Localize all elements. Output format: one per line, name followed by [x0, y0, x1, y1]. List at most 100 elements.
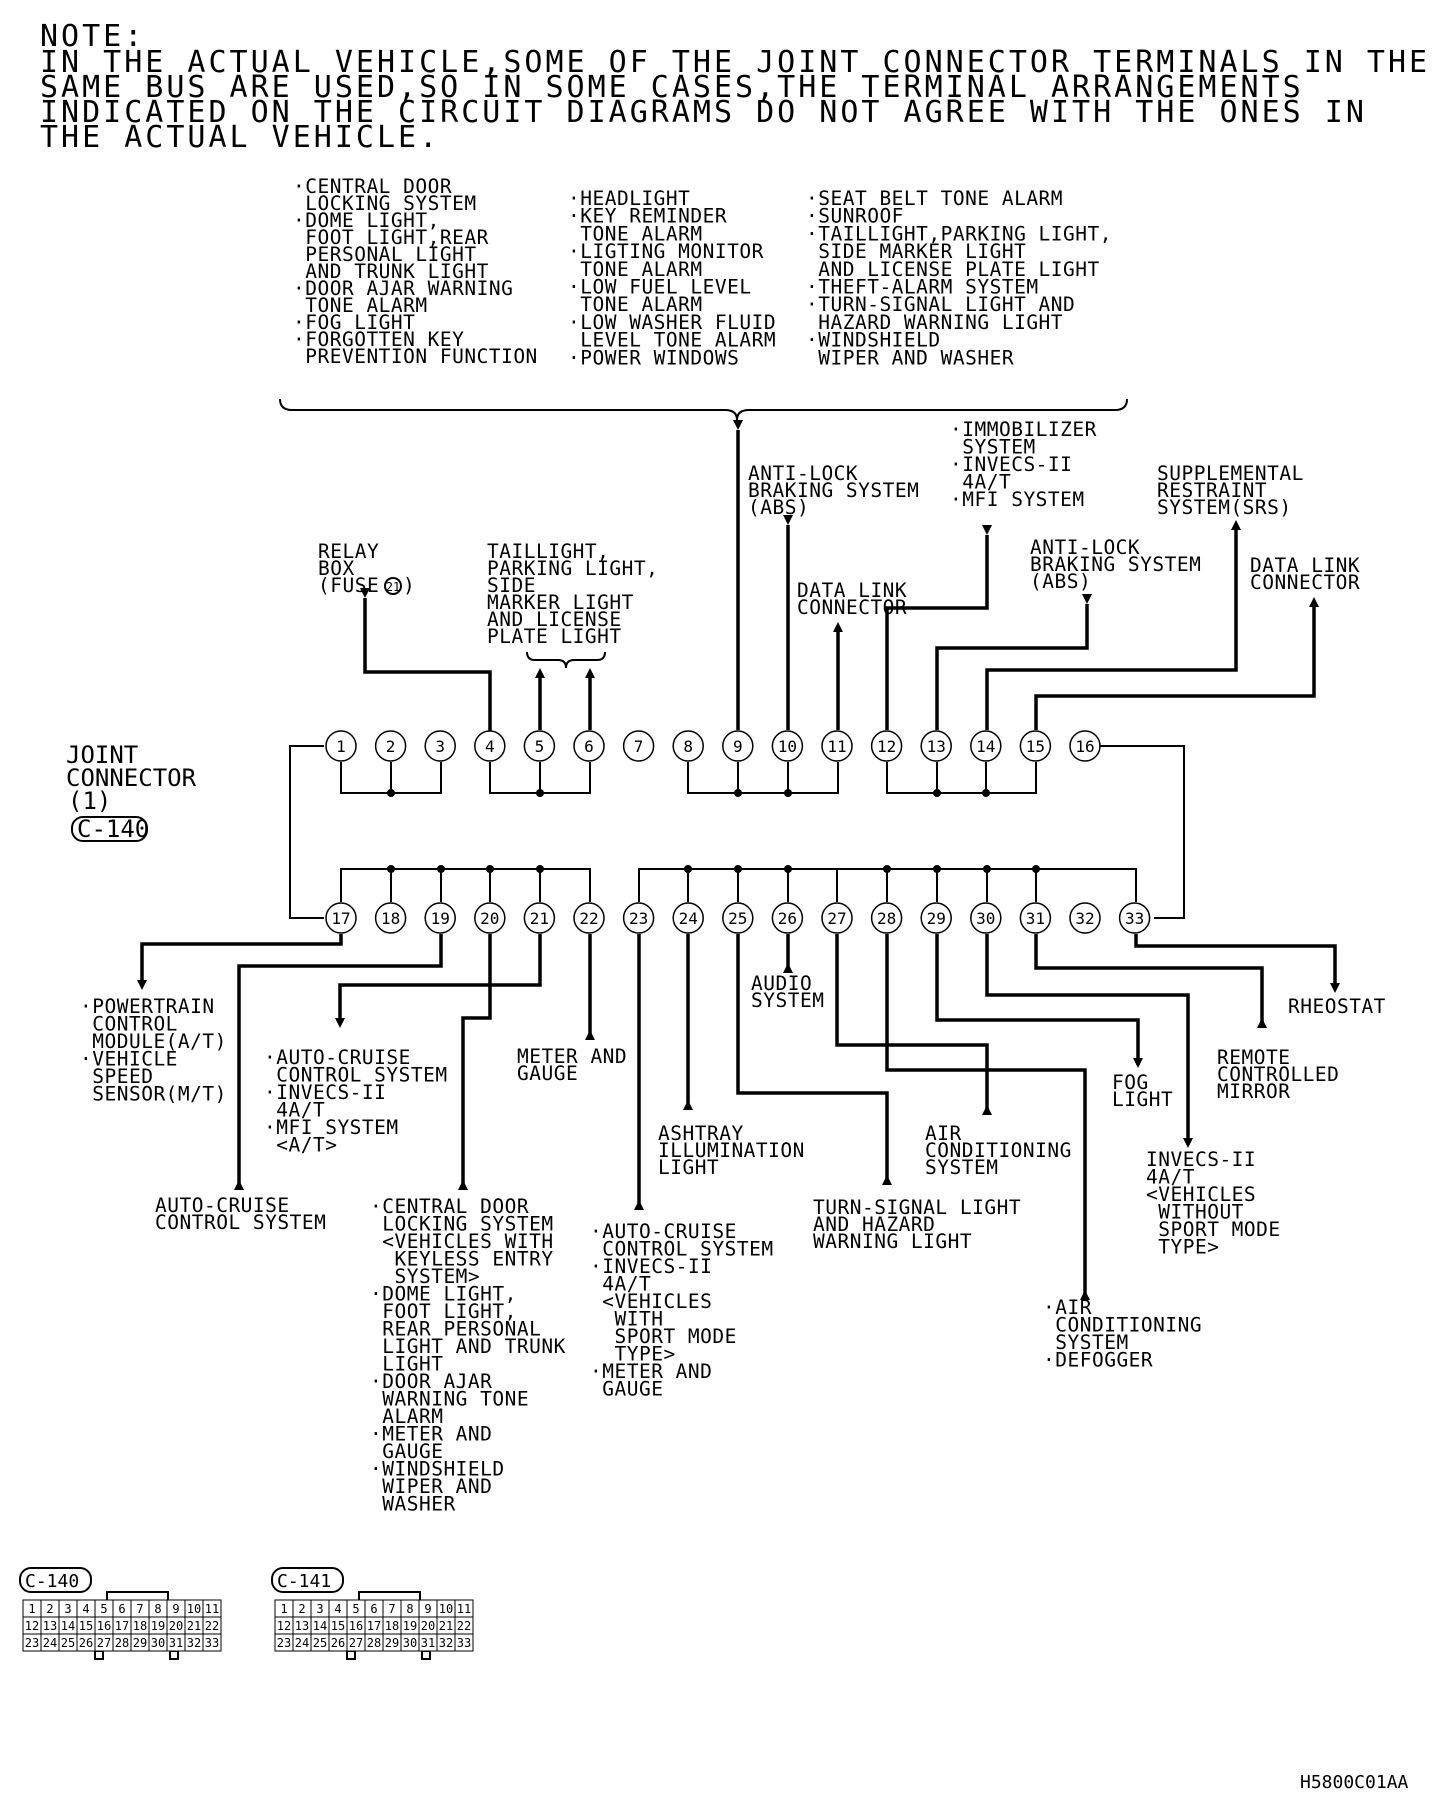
- splice-dot: [734, 789, 742, 797]
- note-heading: NOTE:: [40, 19, 145, 54]
- text-line: AUTO-CRUISE: [155, 1194, 290, 1217]
- text-line: WITH: [590, 1308, 663, 1331]
- text-line: ·AIR: [1043, 1296, 1092, 1319]
- terminal-19: 19: [424, 902, 456, 934]
- terminal-circle: [474, 730, 506, 762]
- connector-pin-number: 11: [457, 1602, 471, 1616]
- arrow-down-icon: [335, 1018, 345, 1028]
- text-line: WIPER AND WASHER: [806, 346, 1014, 369]
- text-line: LIGHT AND TRUNK: [370, 1335, 566, 1358]
- text-line: ·POWER WINDOWS: [568, 346, 739, 369]
- terminal-24: 24: [672, 902, 704, 934]
- connector-pin-number: 25: [61, 1636, 75, 1650]
- connector-pin-number: 14: [313, 1619, 327, 1633]
- text-line: BRAKING SYSTEM: [1030, 553, 1201, 576]
- terminal-circle: [821, 902, 853, 934]
- text-line: ·CENTRAL DOOR: [370, 1195, 529, 1218]
- text-line: INVECS-II: [1146, 1148, 1256, 1171]
- text-line: SYSTEM: [925, 1156, 998, 1179]
- connector-pin-number: 31: [421, 1636, 435, 1650]
- arrow-up-icon: [833, 622, 843, 632]
- connector-pin-number: 8: [154, 1602, 161, 1616]
- terminal-number: 29: [927, 909, 946, 928]
- connector-pin-number: 27: [97, 1636, 111, 1650]
- joint-label-3: (1): [68, 787, 111, 815]
- splice-dot: [486, 865, 494, 873]
- connector-pin-number: 22: [457, 1619, 471, 1633]
- connector-pin-number: 8: [406, 1602, 413, 1616]
- text-line: ·AUTO-CRUISE: [590, 1220, 737, 1243]
- splice-dot: [1032, 865, 1040, 873]
- terminal-number: 12: [877, 737, 896, 756]
- splice-dot: [437, 865, 445, 873]
- arrow-up-icon: [535, 668, 545, 678]
- connector-pin-number: 7: [136, 1602, 143, 1616]
- terminal-number: 4: [485, 737, 495, 756]
- text-line: SIDE: [487, 574, 536, 597]
- terminal-13: 13: [920, 730, 952, 762]
- splice-dot: [983, 865, 991, 873]
- terminal-number: 20: [480, 909, 499, 928]
- terminal-circle: [374, 902, 407, 934]
- text-line: TURN-SIGNAL LIGHT: [813, 1196, 1021, 1219]
- connector-pin-number: 24: [295, 1636, 309, 1650]
- connector-pin-number: 32: [187, 1636, 201, 1650]
- connector-pin-number: 26: [79, 1636, 93, 1650]
- text-line: ·INVECS-II: [950, 453, 1072, 476]
- text-line: ·IMMOBILIZER: [950, 418, 1097, 441]
- connector-pin-number: 16: [97, 1619, 111, 1633]
- arrow-down-icon: [360, 588, 370, 598]
- terminal-circle: [1019, 730, 1052, 762]
- top-systems-col1: ·CENTRAL DOOR LOCKING SYSTEM·DOME LIGHT,…: [293, 175, 538, 368]
- terminal-number: 31: [1026, 909, 1045, 928]
- terminal-circle: [970, 730, 1002, 762]
- terminal-7: 7: [622, 730, 655, 762]
- text-line: BRAKING SYSTEM: [748, 479, 919, 502]
- text-line: AND LICENSE: [487, 608, 622, 631]
- fuse-number: 21: [386, 580, 400, 594]
- terminal-6: 6: [573, 730, 605, 762]
- terminal-circle: [672, 730, 704, 762]
- text-line: <A/T>: [264, 1134, 337, 1157]
- connector-pin-number: 21: [439, 1619, 453, 1633]
- terminal-number: 5: [535, 737, 545, 756]
- text-line: PREVENTION FUNCTION: [293, 345, 538, 368]
- text-line: TONE ALARM: [568, 293, 703, 316]
- top-systems-col3: ·SEAT BELT TONE ALARM·SUNROOF·TAILLIGHT,…: [806, 187, 1112, 369]
- splice-dot: [883, 865, 891, 873]
- terminal-number: 23: [629, 909, 648, 928]
- terminal-number: 32: [1075, 909, 1094, 928]
- terminal-circle: [622, 730, 655, 762]
- arrows-and-dots: [137, 420, 1340, 1300]
- text-line: SPORT MODE: [1146, 1218, 1281, 1241]
- terminal-2: 2: [374, 730, 407, 762]
- terminal-11: 11: [821, 730, 853, 762]
- connector-pin-number: 15: [331, 1619, 345, 1633]
- connector-pin-number: 18: [385, 1619, 399, 1633]
- terminal-number: 1: [336, 737, 346, 756]
- text-line: ·METER AND: [590, 1360, 712, 1383]
- text-line: LIGHT: [1112, 1088, 1173, 1111]
- terminal-circle: [573, 902, 605, 934]
- terminal-circle: [672, 902, 704, 934]
- text-line: ·FOG LIGHT: [293, 311, 415, 334]
- text-line: GAUGE: [370, 1440, 443, 1463]
- label-central-door: ·CENTRAL DOOR LOCKING SYSTEM <VEHICLES W…: [370, 1195, 566, 1516]
- text-line: CONTROL SYSTEM: [590, 1238, 774, 1261]
- terminal-circle: [622, 902, 655, 934]
- connector-pin-number: 2: [46, 1602, 53, 1616]
- terminal-circle: [573, 730, 605, 762]
- connector-pin-number: 23: [277, 1636, 291, 1650]
- text-line: MIRROR: [1217, 1080, 1290, 1103]
- terminal-circle: [821, 730, 853, 762]
- terminal-circle: [722, 730, 754, 762]
- arrow-up-icon: [634, 1200, 644, 1210]
- top-brace: [279, 398, 1128, 421]
- terminal-number: 27: [827, 909, 846, 928]
